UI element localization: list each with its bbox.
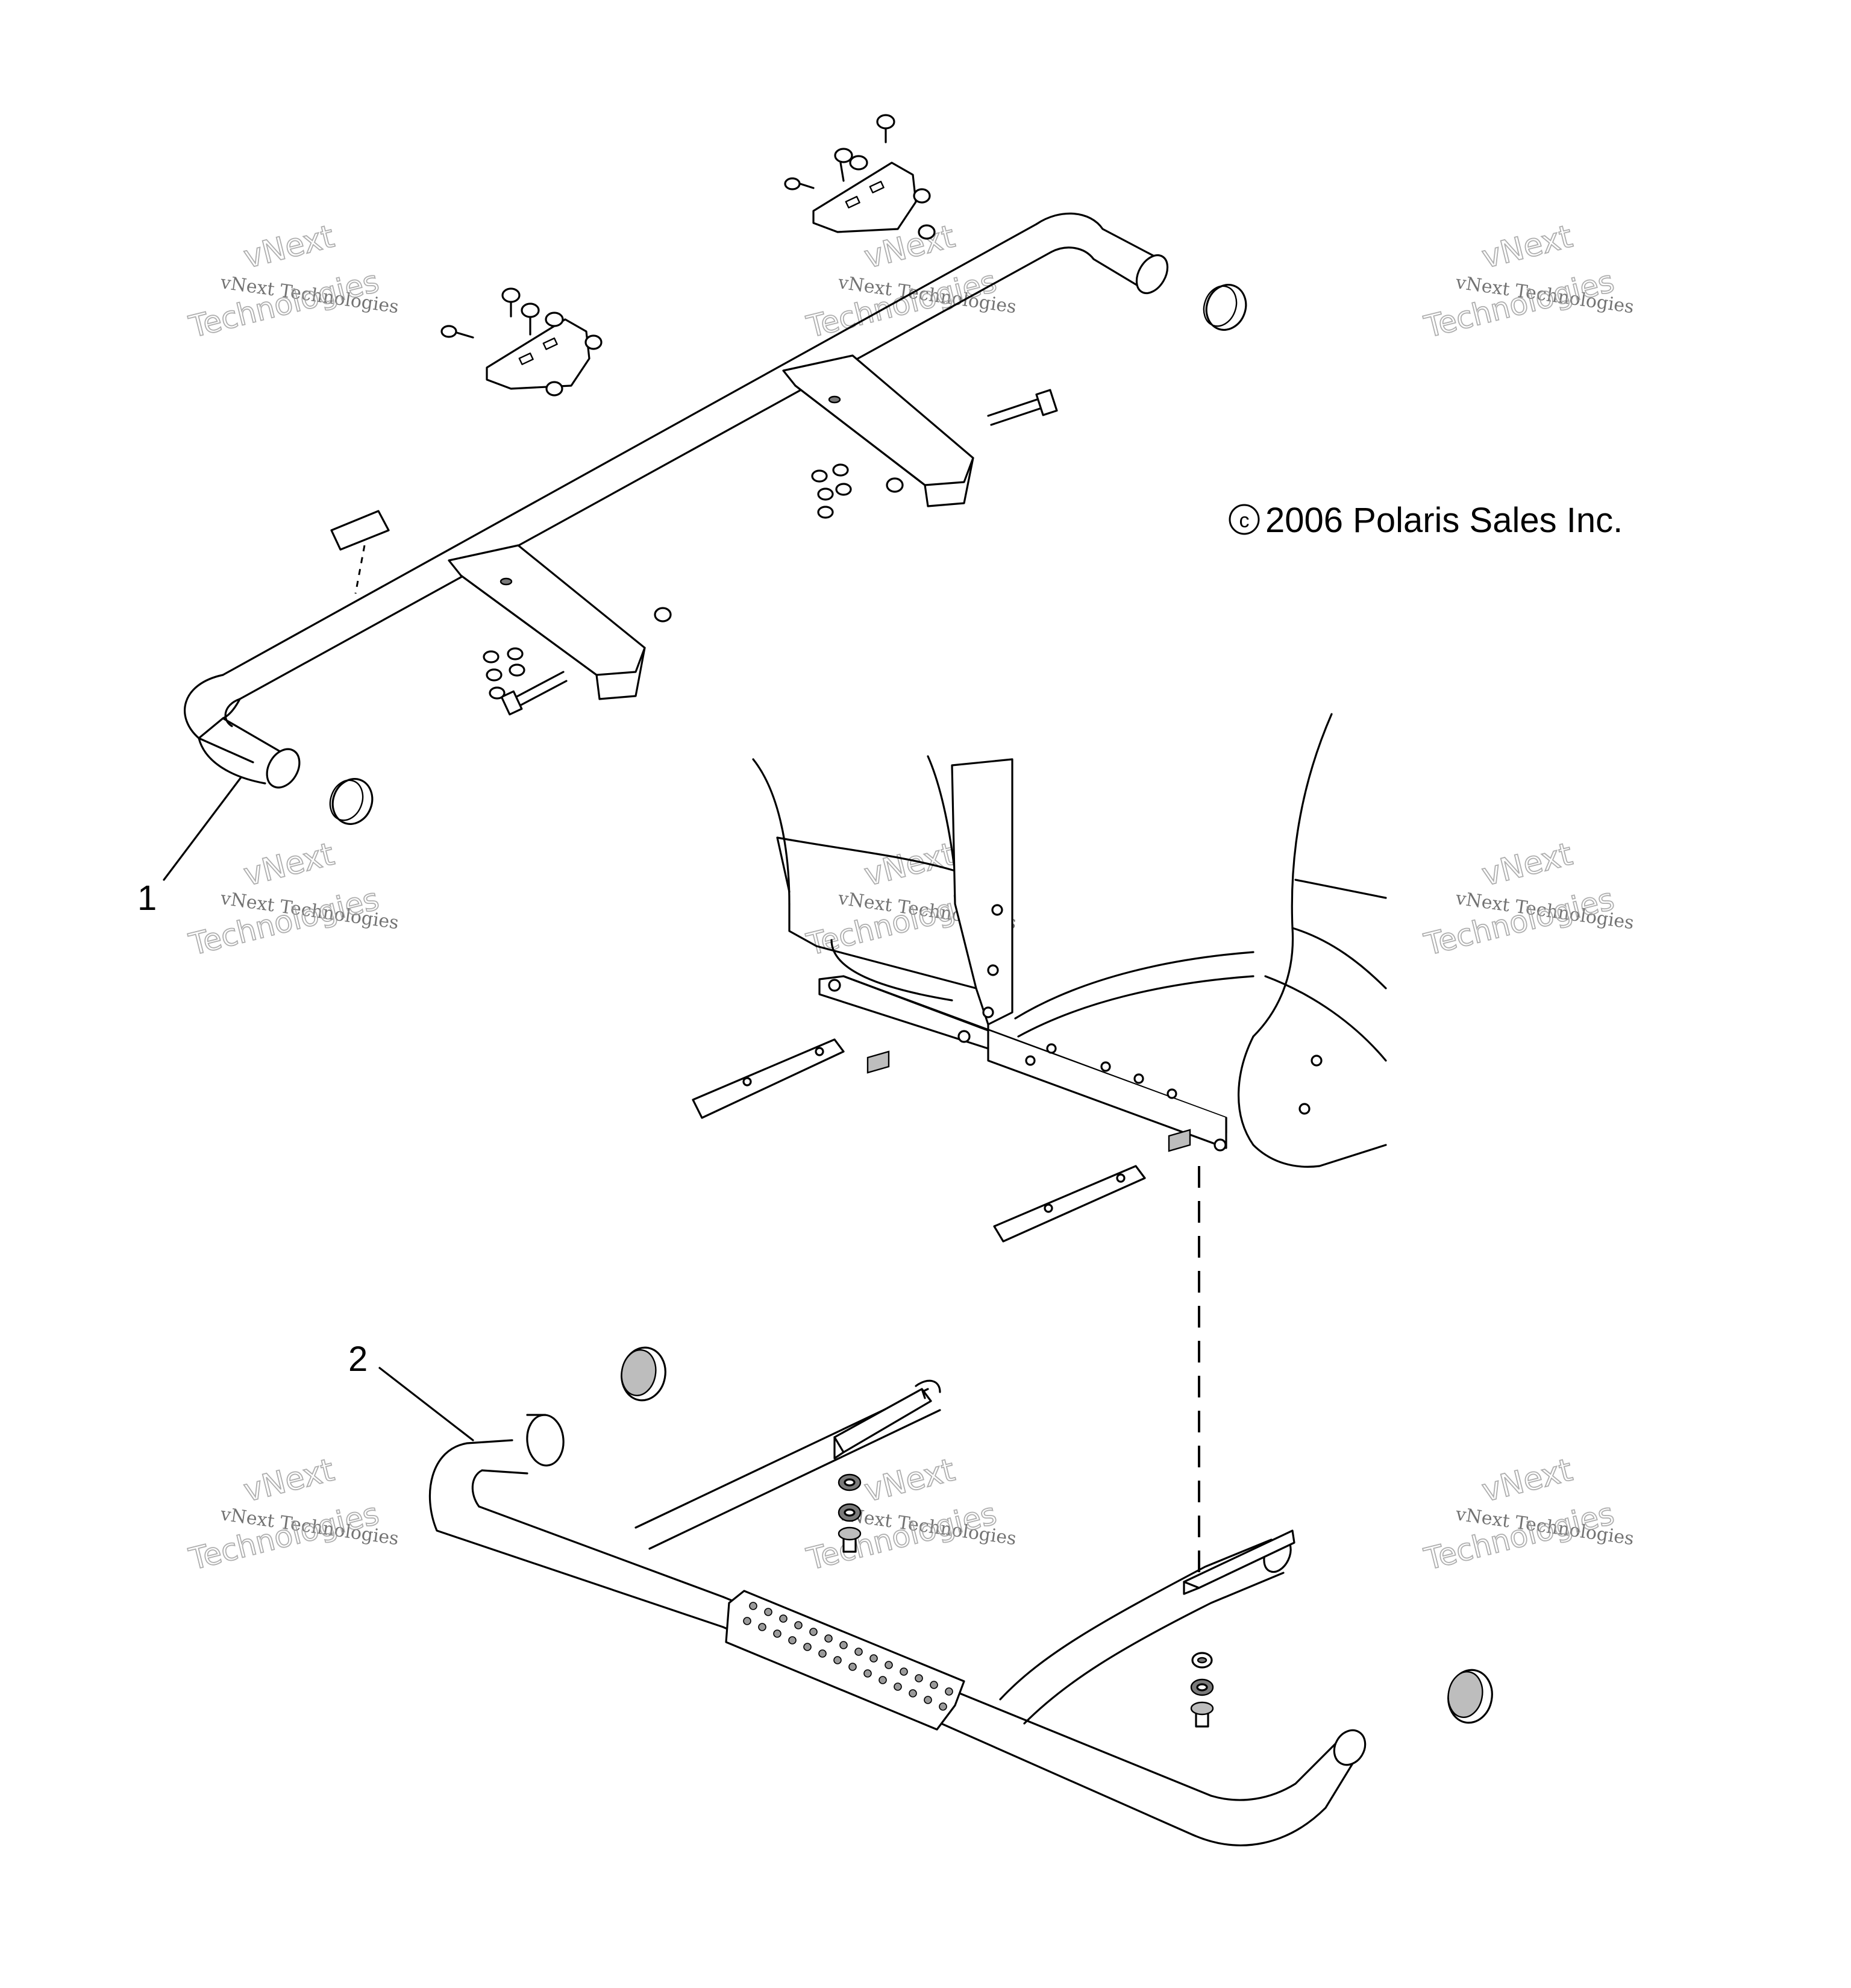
watermark-mid-left: vNext Technologies vNext Technologies [185,836,400,963]
upper-bracket-right [782,354,974,507]
lower-nerf-bar [428,1379,1367,1846]
clamp-bracket-left [440,287,603,397]
watermark-bottom-center: vNext Technologies vNext Technologies [803,1452,1018,1578]
floor-strap-right [993,1165,1146,1243]
copyright-symbol: c [1239,509,1250,532]
copyright-notice: c 2006 Polaris Sales Inc. [1229,501,1623,540]
svg-text:vNext: vNext [1479,219,1576,276]
watermark-top-left: vNext Technologies vNext Technologies [185,218,400,345]
svg-text:vNext: vNext [240,836,338,894]
end-cap-lower-right [1447,1669,1493,1724]
svg-text:Technologies: Technologies [803,264,1000,345]
lower-bracket-left [833,1388,932,1460]
callout-part-2: 2 [348,1340,474,1441]
svg-text:vNext: vNext [1479,1452,1576,1510]
svg-text:vNext: vNext [240,1452,338,1510]
watermark-bottom-left: vNext Technologies vNext Technologies [185,1452,400,1578]
svg-text:vNext: vNext [240,219,338,276]
watermark-bottom-right: vNext Technologies vNext Technologies [1420,1452,1635,1578]
end-cap-lower-left [621,1346,666,1402]
svg-text:Technologies: Technologies [186,264,383,345]
lower-hardware-left [838,1473,862,1553]
floor-rail [818,975,1227,1152]
watermark-top-right: vNext Technologies vNext Technologies [1420,218,1635,345]
upper-bumper-bar [184,212,1169,789]
watermark-mid-right: vNext Technologies vNext Technologies [1420,836,1635,963]
bolt-long-right [987,389,1058,426]
svg-text:vNext: vNext [861,836,959,894]
svg-text:vNext: vNext [861,1452,959,1510]
svg-text:Technologies: Technologies [186,882,383,962]
svg-text:Technologies: Technologies [1421,264,1618,345]
copyright-circle-icon [1229,504,1260,535]
vehicle-body-outline [752,713,1387,1168]
callout-part-1: 1 [137,776,242,918]
svg-text:Technologies: Technologies [1421,1496,1618,1577]
step-pad [725,1590,965,1731]
watermark-top-center: vNext Technologies vNext Technologies [803,218,1018,345]
clamp-bracket-right [784,114,936,240]
svg-text:Technologies: Technologies [803,1496,1000,1577]
floor-strap-left [692,1038,845,1119]
svg-text:Technologies: Technologies [1421,882,1618,962]
bolt-long-left [500,671,568,716]
svg-text:vNext: vNext [1479,836,1576,894]
callout-leader-2 [378,1367,474,1441]
callout-leader-1 [163,776,242,881]
lower-hardware-right [1190,1652,1214,1728]
svg-text:Technologies: Technologies [186,1496,383,1577]
decal-label [330,510,390,594]
lower-bracket-right [1183,1529,1295,1595]
upper-bracket-left [448,544,646,700]
end-cap-upper-left [329,778,374,825]
copyright-text: 2006 Polaris Sales Inc. [1265,501,1623,540]
callout-label-1: 1 [137,879,157,918]
callout-label-2: 2 [348,1340,368,1379]
end-cap-upper-right [1203,284,1247,331]
nut-washer-stack-right [811,463,904,519]
nut-washer-stack-left [483,607,672,700]
